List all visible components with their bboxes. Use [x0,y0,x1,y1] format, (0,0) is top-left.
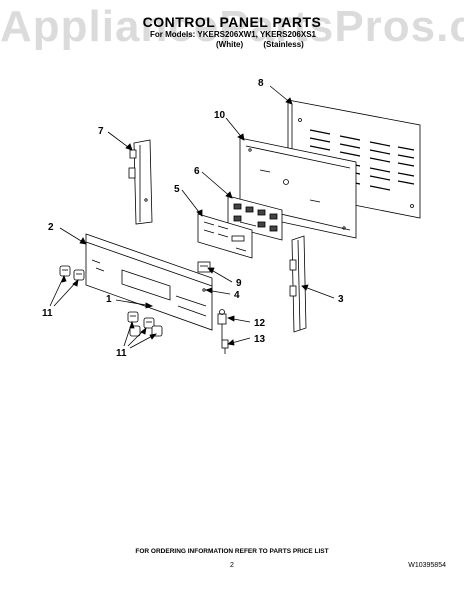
callout-7: 7 [98,126,104,137]
part-12-switch [217,309,227,340]
models-line: For Models: YKERS206XW1, YKERS206XS1 [150,30,316,39]
part-11-knobs-lower [127,311,163,337]
variants-line: (White) (Stainless) [216,40,322,49]
part-7-left-endcap [128,139,153,225]
callout-10: 10 [214,110,226,121]
callout-9: 9 [236,278,242,289]
leader-lines [49,85,335,349]
page-number: 2 [230,562,234,569]
part-9-clip [197,261,211,273]
callout-1: 1 [106,294,112,305]
callout-11-upper: 11 [42,308,53,319]
callout-3: 3 [338,294,344,305]
callout-13: 13 [254,334,266,345]
variant-white: (White) [216,40,244,49]
part-2-console [85,233,213,331]
callout-12: 12 [254,318,266,329]
document-number: W10395854 [408,562,446,569]
callout-6: 6 [194,166,200,177]
page-title: CONTROL PANEL PARTS [142,14,322,30]
part-3-right-endcap [289,235,307,333]
callout-numbers: 8 10 7 6 5 2 9 4 3 1 11 12 13 11 [42,78,344,359]
callout-11-lower: 11 [116,348,127,359]
callout-4: 4 [234,290,240,301]
part-5-overlay [197,213,253,259]
callout-5: 5 [174,184,180,195]
callout-2: 2 [48,222,54,233]
part-11-knobs-left [59,265,85,281]
ordering-note: FOR ORDERING INFORMATION REFER TO PARTS … [135,548,329,555]
part-13-sensor [221,339,229,354]
callout-8: 8 [258,78,264,89]
variant-stainless: (Stainless) [263,40,304,49]
